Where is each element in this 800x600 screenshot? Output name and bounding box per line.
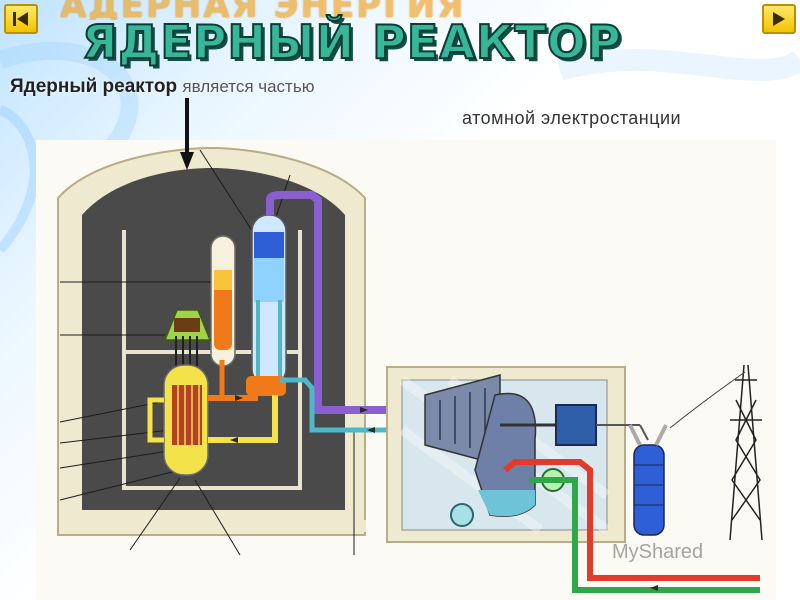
foundation <box>86 520 366 532</box>
fuel-assembly <box>172 385 202 445</box>
triangle-left-icon <box>13 12 28 26</box>
flow-arrows <box>230 395 658 591</box>
next-slide-button[interactable] <box>762 4 796 34</box>
power-line-tower <box>669 364 763 541</box>
pointer-arrow-icon <box>180 98 194 170</box>
transformer <box>596 424 668 536</box>
feed-pump <box>450 503 474 527</box>
header-background-text: АДЕРНАЯ ЭНЕРГИЯ <box>60 0 466 20</box>
turbine-hall <box>386 366 626 543</box>
caption-relation: является частью <box>182 77 315 96</box>
hot-cooling-line <box>503 459 760 581</box>
page-title: ЯДЕРНЫЙ РЕАКТОР <box>81 14 622 70</box>
caption-subject: Ядерный реактор <box>10 76 178 97</box>
leader-lines <box>59 149 355 556</box>
triangle-right-icon <box>773 12 785 26</box>
pressurizer <box>210 235 236 367</box>
steam-line <box>266 191 428 414</box>
generator <box>555 404 597 446</box>
caption-line: Ядерный реактор является частью <box>10 76 314 98</box>
cold-cooling-line <box>530 477 760 593</box>
watermark: MyShared <box>612 541 704 563</box>
steam-generator <box>246 214 287 396</box>
previous-slide-button[interactable] <box>4 4 38 34</box>
caption-object: атомной электростанции <box>462 108 682 128</box>
reactor-vessel <box>147 309 212 476</box>
